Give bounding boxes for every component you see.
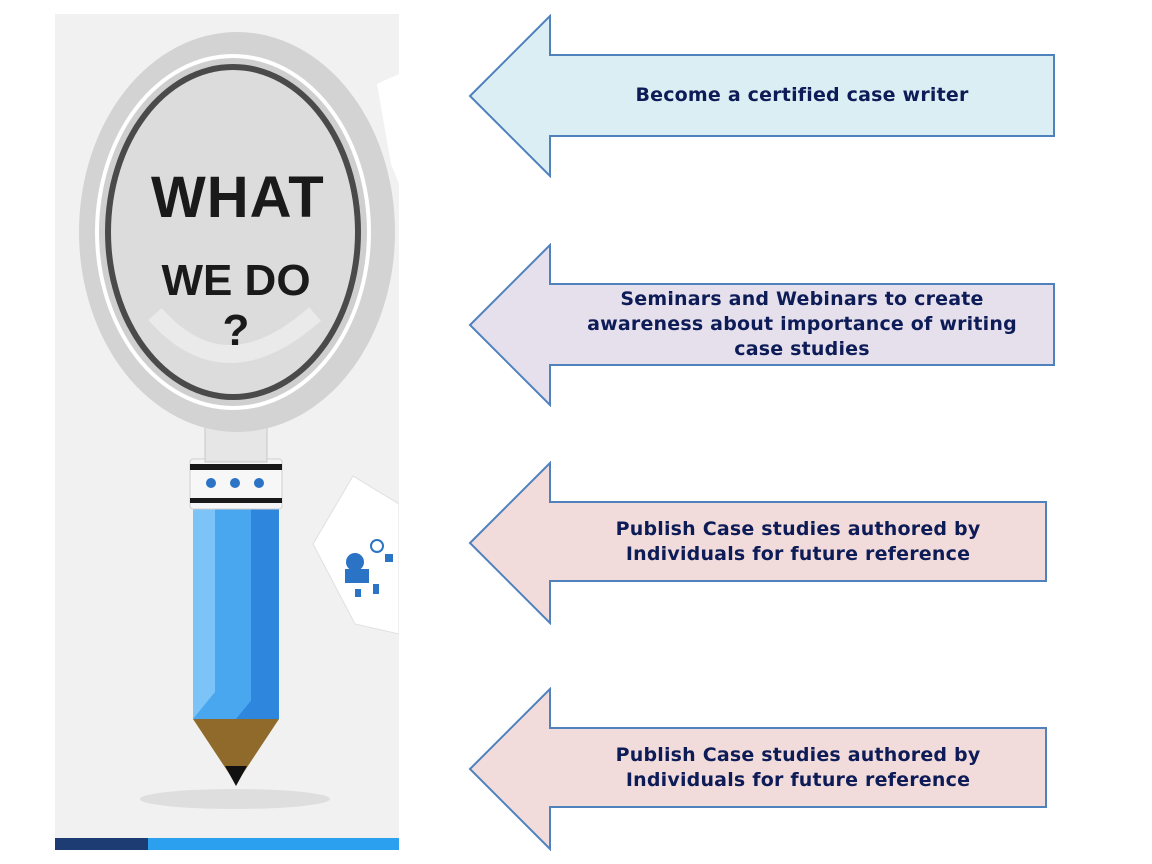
arrow-label: Publish Case studies authored by Individ… (615, 517, 981, 565)
left-arrow-icon (468, 14, 1055, 178)
arrow-label: Publish Case studies authored by Individ… (615, 743, 981, 791)
arrow-1: Become a certified case writer (468, 14, 1058, 178)
illustration-text-line1: WHAT (151, 165, 325, 230)
paper-card-icon (312, 475, 399, 635)
bottom-bar (55, 838, 399, 850)
arrow-2: Seminars and Webinars to create awarenes… (468, 243, 1058, 407)
illustration-text-line2: WE DO ? (161, 256, 311, 355)
magnifier-pencil-icon (79, 32, 399, 809)
left-arrow-icon (468, 243, 1055, 407)
what-we-do-illustration: WHAT WE DO ? (55, 14, 399, 850)
arrow-label: Become a certified case writer (635, 84, 969, 106)
arrow-3: Publish Case studies authored by Individ… (468, 461, 1050, 625)
left-arrow-icon (468, 461, 1047, 625)
arrow-label: Seminars and Webinars to create awarenes… (587, 288, 1017, 360)
arrow-4: Publish Case studies authored by Individ… (468, 687, 1050, 851)
left-arrow-icon (468, 687, 1047, 851)
